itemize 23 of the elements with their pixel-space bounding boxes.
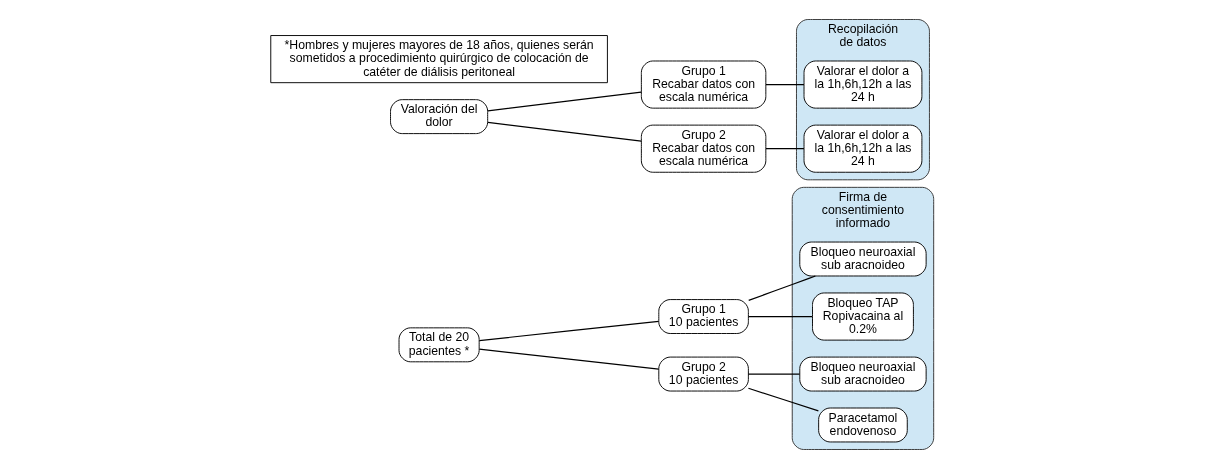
node-box: Bloqueo neuroaxial sub aracnoideo <box>798 241 927 277</box>
node-box: *Hombres y mujeres mayores de 18 años, quienes serán sometidos a procedimiento quirúrgico de colocación de catéter de diálisis peritoneal <box>269 35 608 84</box>
connector <box>747 275 816 301</box>
node-box: Bloqueo neuroaxial sub aracnoideo <box>798 356 927 392</box>
connector <box>478 320 659 342</box>
node-box: Grupo 1 Recabar datos con escala numérica <box>640 60 766 109</box>
connector <box>747 387 819 412</box>
node-box: Total de 20 pacientes * <box>398 327 480 363</box>
node-box: Grupo 2 10 pacientes <box>657 356 749 392</box>
connector <box>486 91 642 112</box>
connector <box>747 315 813 318</box>
node-box: Valorar el dolor a la 1h,6h,12h a las 24 h <box>803 124 922 173</box>
node-box: Grupo 2 Recabar datos con escala numérica <box>640 124 766 173</box>
node-box: Valoración del dolor <box>389 99 488 135</box>
node-box: Paracetamol endovenoso <box>817 407 908 443</box>
connector <box>764 148 805 150</box>
node-box: Grupo 1 10 pacientes <box>657 299 749 334</box>
node-box: Valorar el dolor a la 1h,6h,12h a las 24 h <box>803 60 922 109</box>
node-box: Bloqueo TAP Ropivacaina al 0.2% <box>811 292 914 341</box>
connector <box>764 83 805 86</box>
connector <box>486 121 642 142</box>
connector <box>747 373 800 375</box>
connector <box>478 348 659 370</box>
